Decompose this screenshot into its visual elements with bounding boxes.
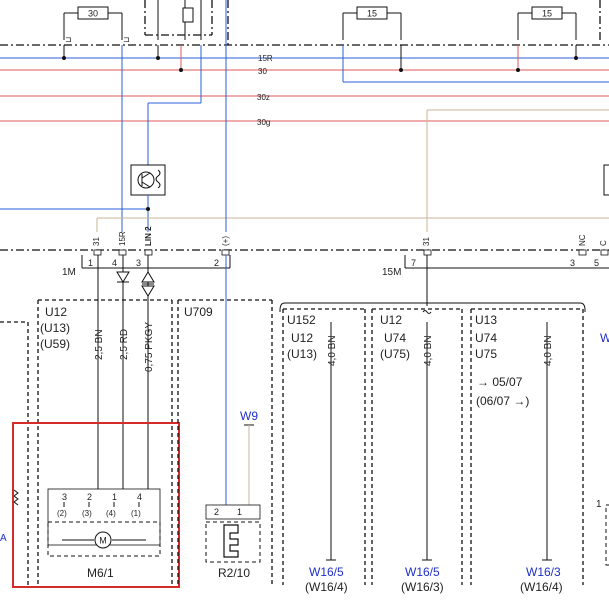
tan-ground-wire (96, 0, 609, 232)
g2-ground: W16/5 (405, 565, 440, 579)
g2-ground-alt: (W16/3) (401, 580, 444, 594)
pin-label-31: 31 (92, 237, 101, 246)
g1-variant-u152: U152 (287, 313, 316, 327)
module-m6: U12 (U13) (U59) 2,5 BN 2,5 RD 0,75 PKGY … (12, 255, 180, 588)
ground-g2: U12 U74 (U75) 4,0 BN W16/5 (W16/3) (371, 308, 463, 594)
ground-g1: U152 U12 (U13) 4,0 BN W16/5 (W16/4) (282, 308, 366, 594)
g3-date-1: → 05/07 (477, 375, 523, 389)
right-edge-w: W (600, 331, 609, 345)
edge-box (603, 164, 609, 196)
g3-variant-u74: U74 (475, 331, 497, 345)
connector-bar: 31 15R LIN 2 (+) 1 4 3 2 1M 31 NC C (0, 226, 609, 314)
transistor-symbol (0, 164, 166, 232)
pin-mark: ⊐ (65, 35, 72, 44)
pin-5: 5 (594, 258, 599, 268)
left-edge-module: A (0, 321, 29, 585)
fuse-30: 30 ⊐ ⊐ (63, 6, 130, 44)
ground-g3: U13 U74 U75 → 05/07 (06/07 →) 4,0 BN W16… (470, 308, 584, 594)
pin-1: 1 (88, 258, 93, 268)
highlight-box (12, 422, 180, 588)
pin-7: 7 (411, 258, 416, 268)
fuse-15-b: 15 (517, 6, 577, 40)
ground-group: U152 U12 (U13) 4,0 BN W16/5 (W16/4) U12 … (279, 302, 586, 594)
bus-30g-label: 30g (257, 118, 270, 127)
m6-wire-bn: 2,5 BN (94, 329, 105, 360)
g3-ground: W16/3 (526, 565, 561, 579)
connector-1m: 31 15R LIN 2 (+) 1 4 3 2 1M (62, 226, 231, 278)
m6-pin-b4: (4) (106, 509, 116, 518)
r2-ground: W9 (240, 409, 258, 423)
pin-mark: ⊐ (123, 35, 130, 44)
m6-variant-u59: (U59) (40, 337, 70, 351)
g1-wire: 4,0 BN (327, 335, 338, 366)
g1-variant-u12: U12 (291, 331, 313, 345)
r2-variant: U709 (184, 305, 213, 319)
pin-label-nc: NC (578, 234, 587, 246)
pin-label-c: C (599, 240, 608, 246)
m6-pin-b3: (3) (82, 509, 92, 518)
g3-date-2: (06/07 →) (476, 394, 529, 408)
relay-element (157, 0, 202, 40)
m6-variant-u12: U12 (45, 305, 67, 319)
m6-pin-b1: (1) (131, 509, 141, 518)
m6-motor-box (47, 521, 161, 557)
m6-wire-pkgy: 0,75 PKGY (144, 322, 155, 372)
g1-ground-alt: (W16/4) (305, 580, 348, 594)
r2-component-box (205, 521, 261, 563)
bus-30z-label: 30z (257, 93, 270, 102)
bus-30-label: 30 (258, 67, 267, 76)
m6-pin-3: 3 (62, 492, 67, 502)
g3-variant-u75: U75 (475, 347, 497, 361)
fuse-30-label: 30 (88, 9, 98, 19)
g3-wire: 4,0 BN (543, 335, 554, 366)
module-r2: U709 W9 2 1 R2/10 (177, 255, 273, 585)
r2-name: R2/10 (218, 566, 250, 580)
pin-label-15r: 15R (118, 231, 127, 246)
g1-ground: W16/5 (309, 565, 344, 579)
fuse-15-b-label: 15 (542, 9, 552, 19)
g3-ground-alt: (W16/4) (520, 580, 563, 594)
g2-variant-u74: U74 (384, 331, 406, 345)
g2-variant-u12: U12 (380, 313, 402, 327)
pin-3-right: 3 (570, 258, 575, 268)
m6-name: M6/1 (87, 566, 114, 580)
m6-pin-b2: (2) (57, 509, 67, 518)
heater-icon (223, 524, 239, 558)
g2-wire: 4,0 BN (423, 335, 434, 366)
m6-pin-2: 2 (87, 492, 92, 502)
bus-lines: 15R 30 30z 30g (0, 45, 609, 232)
r2-pin-1: 1 (237, 507, 242, 517)
fuse-15-a-label: 15 (367, 9, 377, 19)
right-edge-1: 1 (596, 499, 602, 510)
g3-variant-u13: U13 (475, 313, 497, 327)
pin-3: 3 (136, 258, 141, 268)
m6-wire-rd: 2,5 RD (119, 329, 130, 360)
fuse-box-top: 30 ⊐ ⊐ 15 15 (0, 0, 609, 46)
pin-label-lin2: LIN 2 (144, 226, 153, 246)
g1-variant-u13: (U13) (287, 347, 317, 361)
connector-15m-name: 15M (382, 267, 401, 278)
motor-icon (94, 531, 112, 549)
pin-label-plus: (+) (221, 236, 230, 246)
fuse-15-a: 15 (342, 6, 402, 40)
g2-variant-u75: (U75) (380, 347, 410, 361)
r2-pin-frame (205, 504, 261, 520)
right-edge: W 1 (596, 331, 609, 566)
pin-label-31-right: 31 (422, 237, 431, 246)
pin-4: 4 (112, 258, 117, 268)
m6-variant-u13: (U13) (40, 321, 70, 335)
r2-pin-2: 2 (214, 507, 219, 517)
m6-pin-1: 1 (112, 492, 117, 502)
connector-1m-name: 1M (62, 267, 76, 278)
connector-15m: 31 NC C 7 3 5 15M (382, 234, 609, 314)
left-edge-a: A (0, 533, 7, 544)
pin-2: 2 (214, 258, 219, 268)
m6-pin-4: 4 (137, 492, 142, 502)
motor-symbol: M (99, 536, 107, 546)
bus-15r-label: 15R (258, 54, 273, 63)
